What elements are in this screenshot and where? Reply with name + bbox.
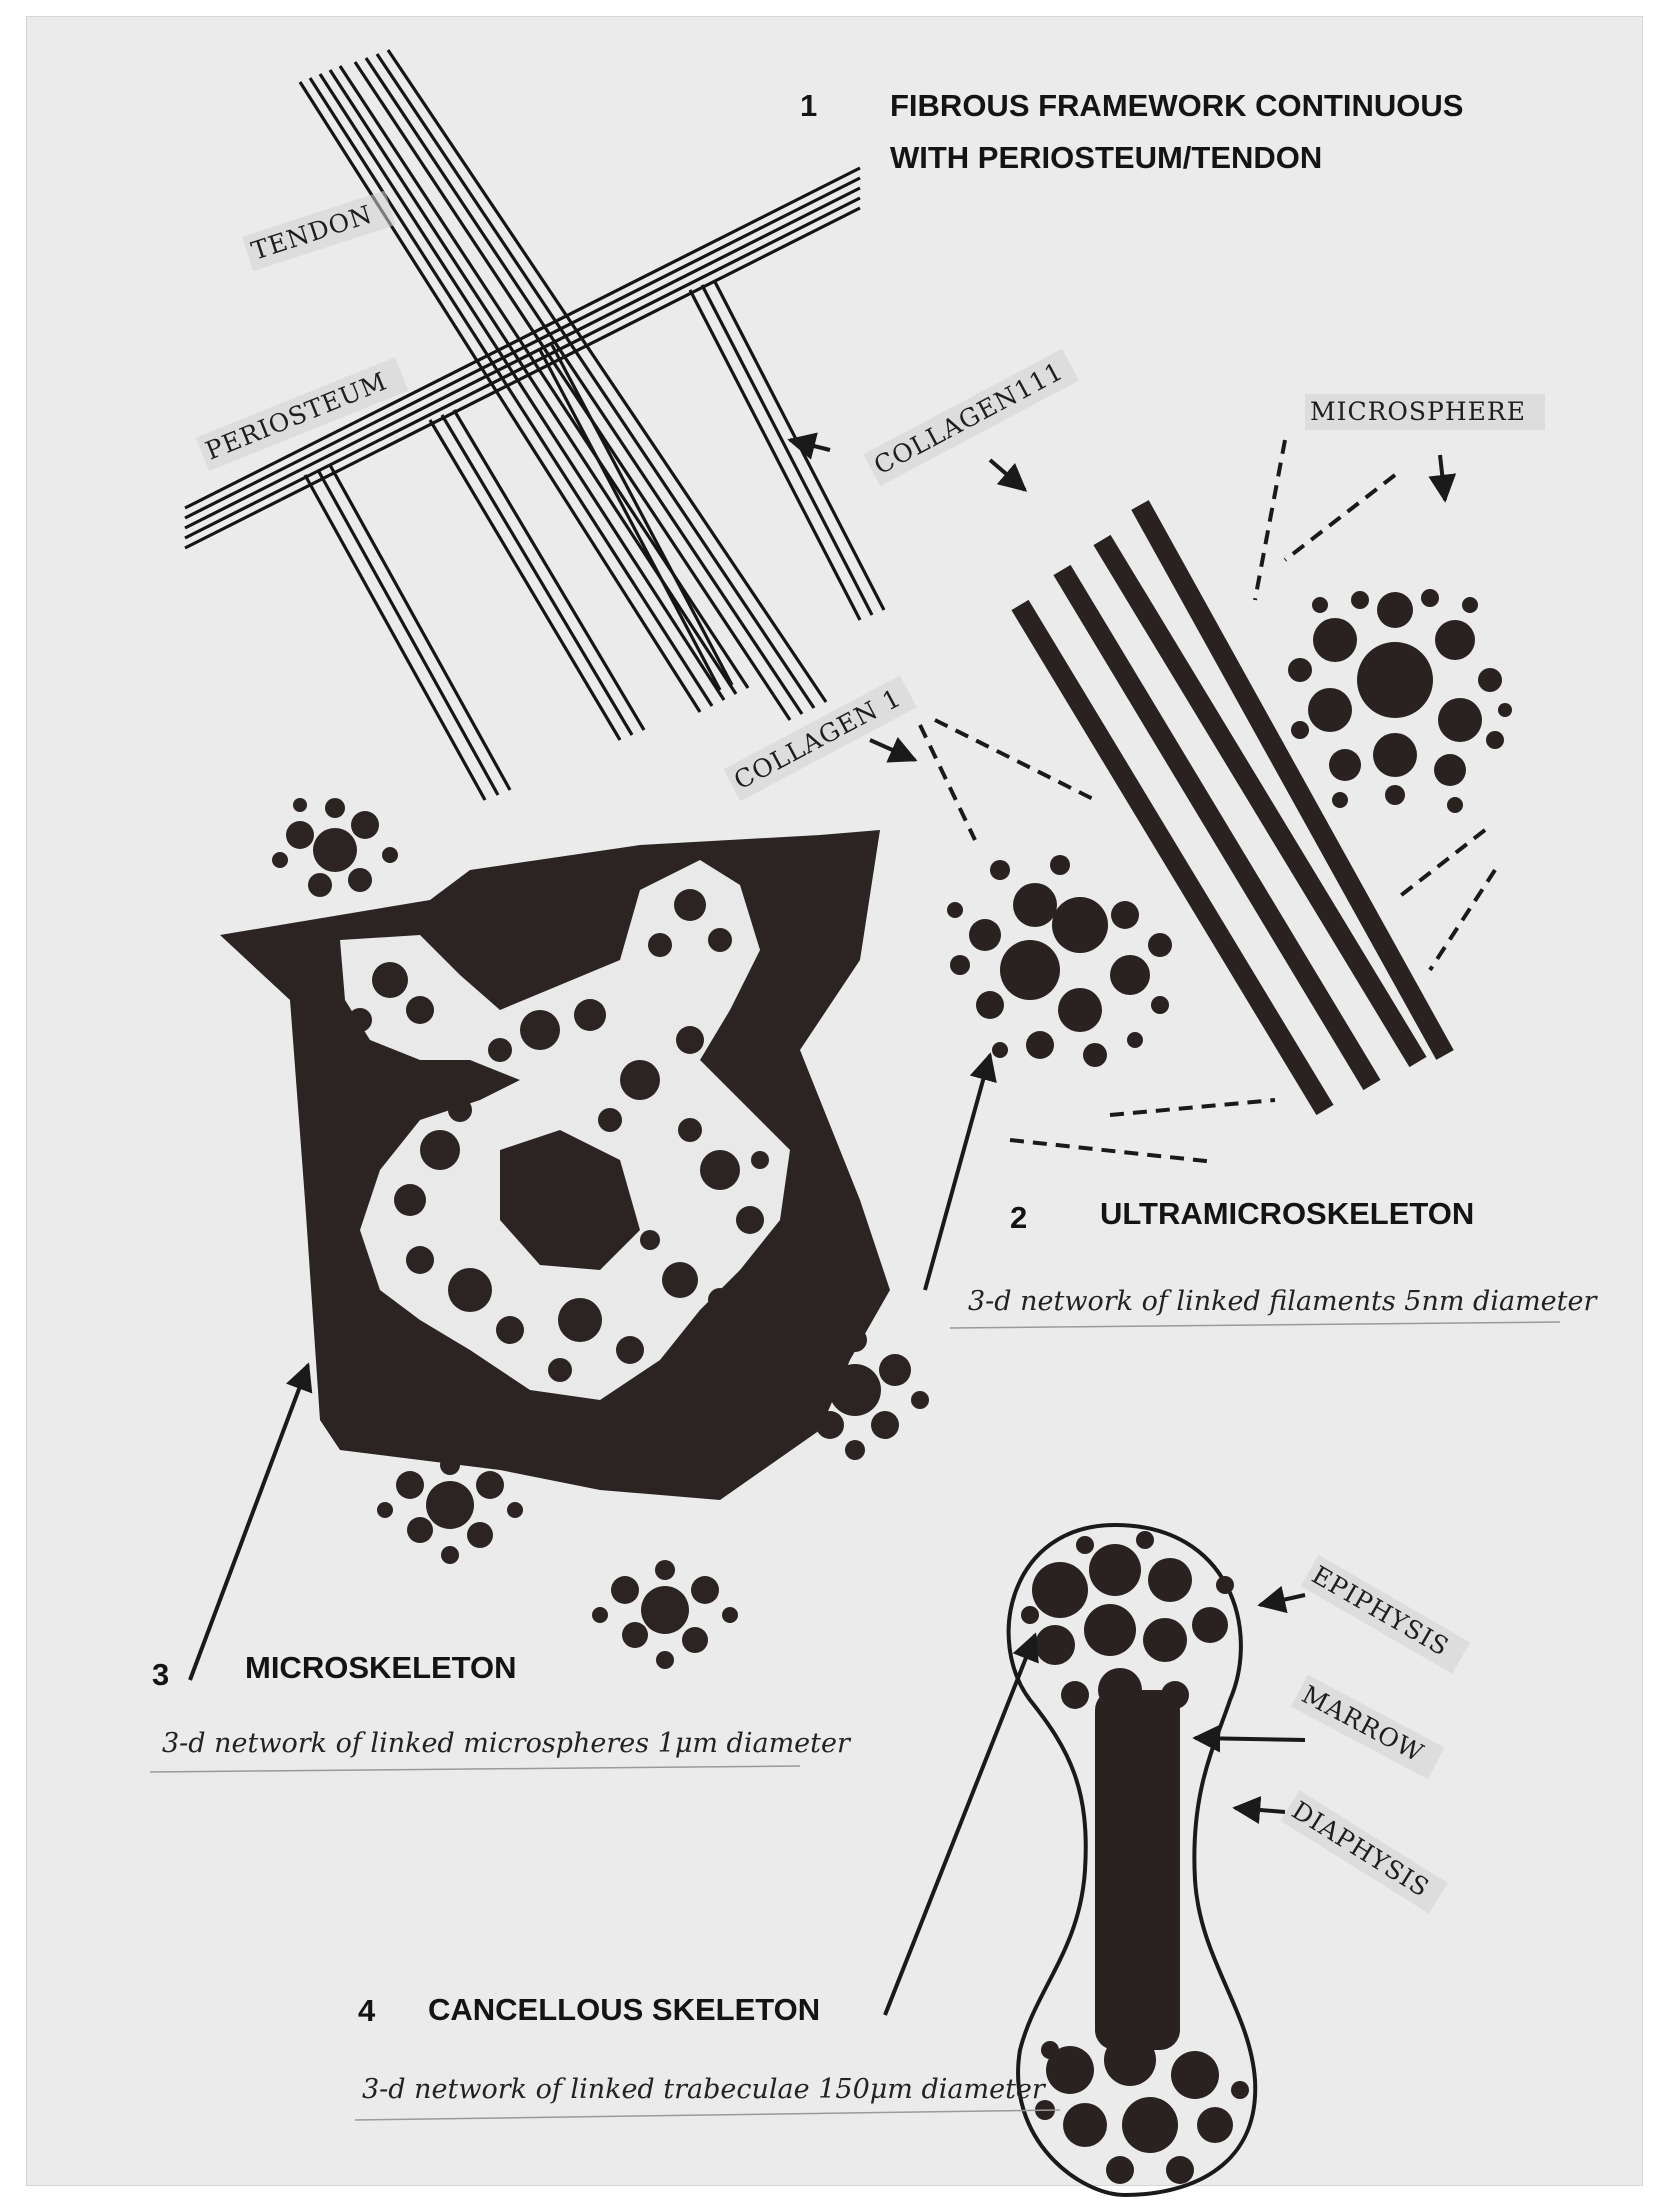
arrow-collagen3: [787, 432, 831, 460]
section4-subtitle: 3-d network of linked trabeculae 150μm d…: [362, 2074, 1047, 2105]
section1-title-line2: WITH PERIOSTEUM/TENDON: [890, 140, 1322, 175]
epiphysis-trabeculae: [1021, 1531, 1234, 1712]
dashed-links: [918, 439, 1497, 1164]
section2-title: ULTRAMICROSKELETON: [1100, 1196, 1474, 1231]
microsphere-network: [348, 889, 769, 1382]
arrow-marrow: [1192, 1724, 1306, 1753]
section2-number: 2: [1010, 1200, 1027, 1235]
tendon-bundle-2: [353, 49, 828, 721]
ultramicroskeleton-figure: [918, 439, 1512, 1164]
arrow-micro: [188, 1362, 313, 1681]
collagen1-label: COLLAGEN 1: [729, 683, 906, 795]
microsphere-label: MICROSPHERE: [1310, 397, 1526, 426]
central-hole: [500, 1130, 640, 1270]
section2-subtitle: 3-d network of linked filaments 5nm diam…: [968, 1286, 1598, 1317]
section1-number: 1: [800, 88, 817, 123]
periosteum-bundle: [184, 166, 861, 550]
marrow-cavity: [1095, 1690, 1180, 2050]
microsphere-cluster-right: [781, 1328, 929, 1460]
arrow-collagen3-down: [988, 458, 1028, 492]
microskeleton-figure: [220, 798, 929, 1669]
arrow-ultra: [923, 1052, 997, 1291]
fibrous-framework-figure: [184, 49, 886, 801]
collagen3-branches-upper: [538, 344, 734, 691]
section-titles: 1 FIBROUS FRAMEWORK CONTINUOUS WITH PERI…: [149, 88, 1598, 2121]
pointer-arrows: [188, 432, 1457, 2016]
section3-title: MICROSKELETON: [245, 1650, 517, 1685]
diaphysis-label: DIAPHYSIS: [1287, 1795, 1435, 1902]
cancellous-bone-figure: [1006, 1522, 1258, 2198]
tendon-label: TENDON: [248, 199, 376, 265]
marrow-label: MARROW: [1297, 1680, 1428, 1768]
microsphere-cluster-bottom: [592, 1560, 738, 1669]
microsphere-cluster-2: [947, 855, 1172, 1067]
arrow-diaphysis: [1232, 1796, 1286, 1824]
arrow-collagen1: [869, 736, 918, 763]
section2-underline: [949, 1321, 1561, 1329]
collagen3-branches: [303, 279, 886, 801]
thick-filaments: [1011, 500, 1454, 1116]
section4-underline: [354, 2109, 1061, 2121]
section3-number: 3: [152, 1657, 169, 1692]
section3-subtitle: 3-d network of linked microspheres 1μm d…: [162, 1728, 852, 1759]
bone-outline: [1006, 1522, 1258, 2198]
collagen3-label: COLLAGEN111: [869, 356, 1068, 480]
epiphysis-label: EPIPHYSIS: [1307, 1560, 1454, 1662]
arrow-cancellous: [883, 1632, 1039, 2016]
section4-title: CANCELLOUS SKELETON: [428, 1992, 820, 2027]
arrow-epiphysis: [1257, 1585, 1306, 1614]
microsphere-cluster-1: [1288, 589, 1512, 813]
section1-title-line1: FIBROUS FRAMEWORK CONTINUOUS: [890, 88, 1463, 123]
microsphere-cluster-bottomleft: [377, 1455, 523, 1564]
microsphere-cluster-topleft: [272, 798, 398, 897]
lower-trabeculae: [1035, 2034, 1249, 2184]
arrow-microsphere: [1428, 454, 1457, 503]
section3-underline: [149, 1765, 801, 1773]
paper-sheet: [26, 16, 1643, 2186]
section4-number: 4: [358, 1993, 376, 2028]
